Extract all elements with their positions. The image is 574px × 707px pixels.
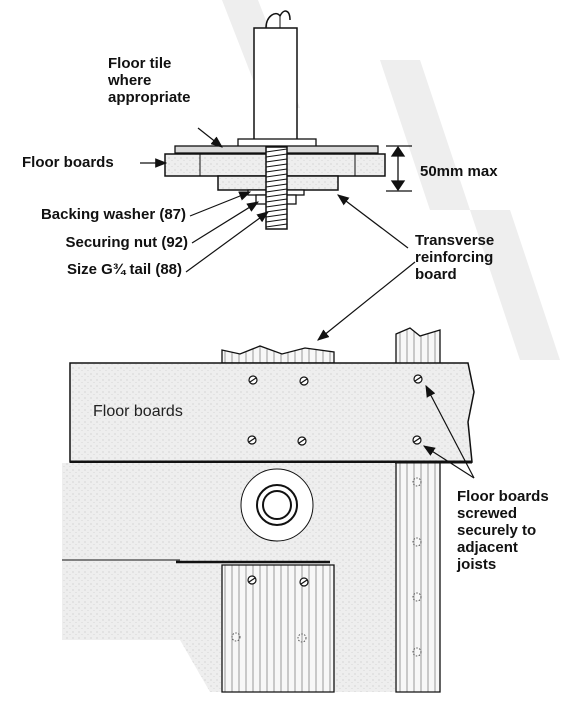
washer-leader <box>189 191 252 217</box>
transverse-board-label: Transverse reinforcing board <box>415 232 495 283</box>
nut-leader <box>191 201 260 244</box>
pipe-break <box>265 10 291 29</box>
board-plan-leader <box>317 261 416 341</box>
tail-label: Size G¾ tail (88) <box>66 261 182 278</box>
screw-leader-b <box>422 445 475 479</box>
left-joist-top <box>221 345 335 364</box>
threaded-tail <box>265 146 288 230</box>
cross-section <box>140 10 416 341</box>
securing-nut-label: Securing nut (92) <box>65 234 188 251</box>
pipe <box>253 27 298 141</box>
hidden-screws <box>231 477 422 657</box>
dimension-label: 50mm max <box>420 163 498 180</box>
pipe-hole <box>240 468 314 542</box>
dimension-marker <box>386 145 412 192</box>
screw-leader-a <box>425 384 475 479</box>
thread-lines <box>265 148 288 228</box>
left-joist-bottom <box>221 564 335 693</box>
board-section-leader <box>337 194 409 249</box>
floor-boards-plan-label: Floor boards <box>93 403 183 420</box>
floor-tile-label: Floor tile where appropriate <box>108 55 191 106</box>
plan-view <box>62 327 475 693</box>
backing-washer-label: Backing washer (87) <box>40 206 186 223</box>
tile-leader <box>197 127 223 148</box>
floor-boards-section-label: Floor boards <box>22 154 114 171</box>
screwed-note-label: Floor boards screwed securely to adjacen… <box>457 488 549 573</box>
tail-leader <box>185 211 269 273</box>
screws <box>247 374 423 587</box>
